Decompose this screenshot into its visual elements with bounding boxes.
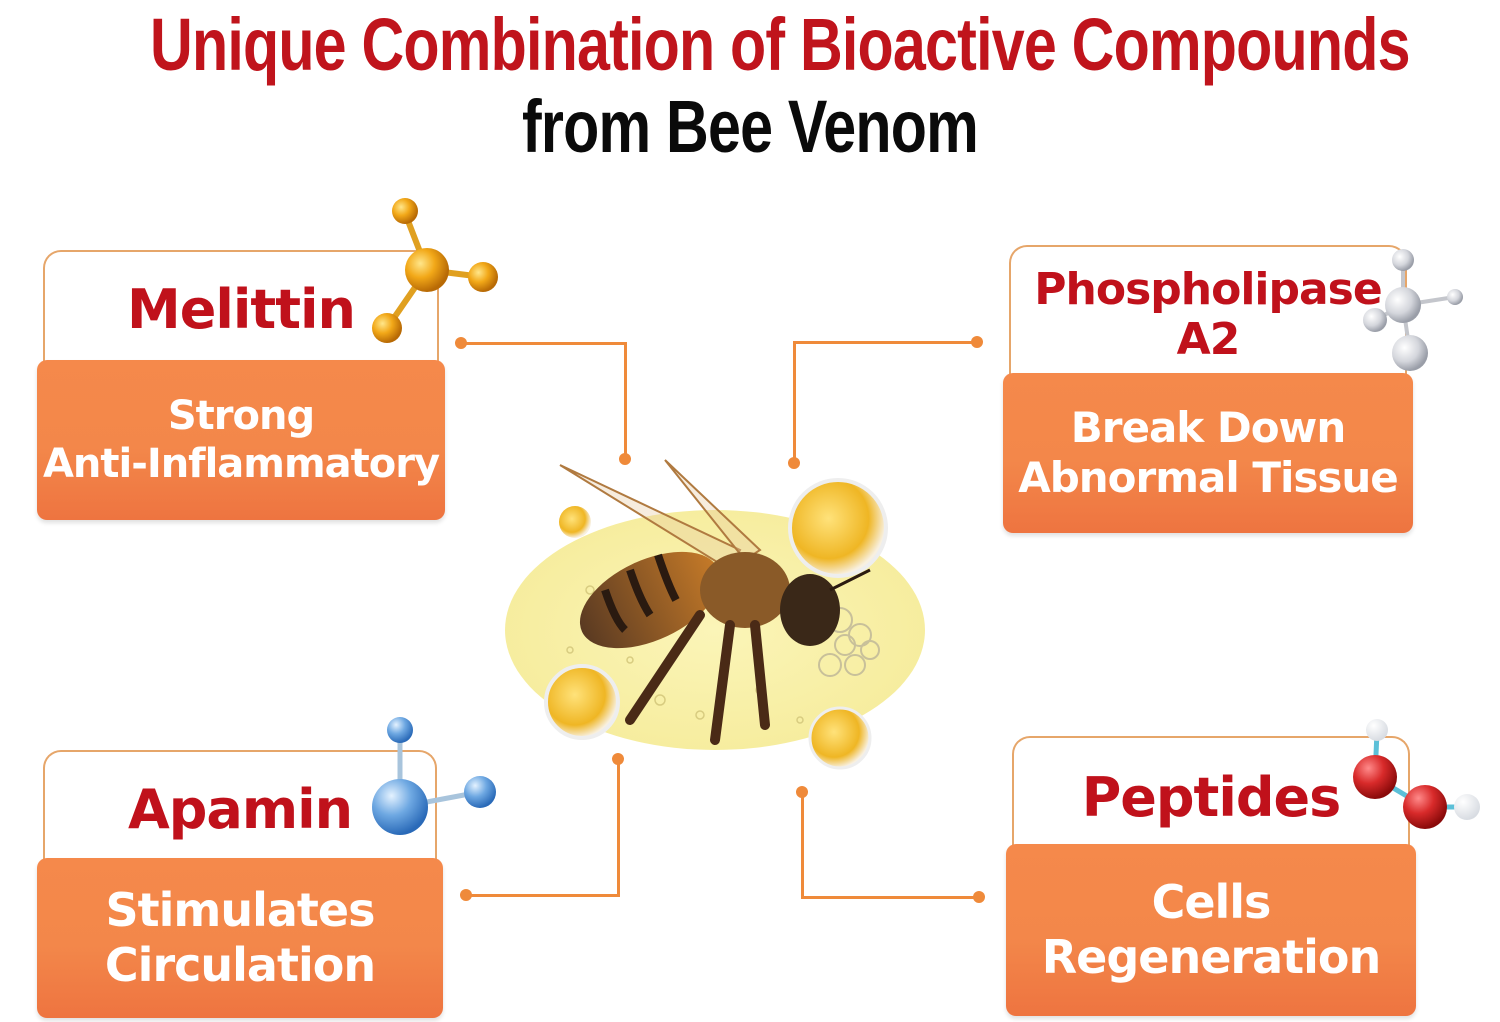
compound-name: Phospholipase A2	[1034, 264, 1382, 365]
compound-name: Apamin	[127, 778, 353, 841]
compound-benefit: Strong Anti-Inflammatory	[42, 393, 440, 487]
venom-bubble	[559, 506, 591, 538]
compound-name: Peptides	[1081, 766, 1342, 829]
molecule-icon-gold	[372, 198, 498, 343]
compound-card-peptides: Peptides Cells Regeneration	[1006, 736, 1416, 1016]
compound-card-melittin: Melittin Strong Anti-Inflammatory	[37, 250, 445, 520]
compound-card-apamin: Apamin Stimulates Circulation	[37, 750, 443, 1018]
molecule-icon-red	[1353, 719, 1480, 829]
venom-bubble	[788, 478, 888, 578]
bee-illustration	[505, 459, 925, 770]
compound-benefit: Stimulates Circulation	[104, 882, 376, 992]
molecule-icon-silver	[1363, 249, 1463, 371]
venom-bubble	[808, 706, 872, 770]
compound-benefit: Break Down Abnormal Tissue	[1018, 402, 1399, 502]
compound-benefit: Cells Regeneration	[1041, 874, 1382, 984]
compound-name: Melittin	[127, 278, 356, 341]
title-line-1: Unique Combination of Bioactive Compound…	[150, 3, 1411, 86]
molecule-icon-blue	[372, 717, 496, 835]
compound-card-phospholipase-a2: Phospholipase A2 Break Down Abnormal Tis…	[1003, 245, 1413, 533]
title-line-2: from Bee Venom	[522, 85, 979, 168]
venom-bubble	[544, 664, 620, 740]
